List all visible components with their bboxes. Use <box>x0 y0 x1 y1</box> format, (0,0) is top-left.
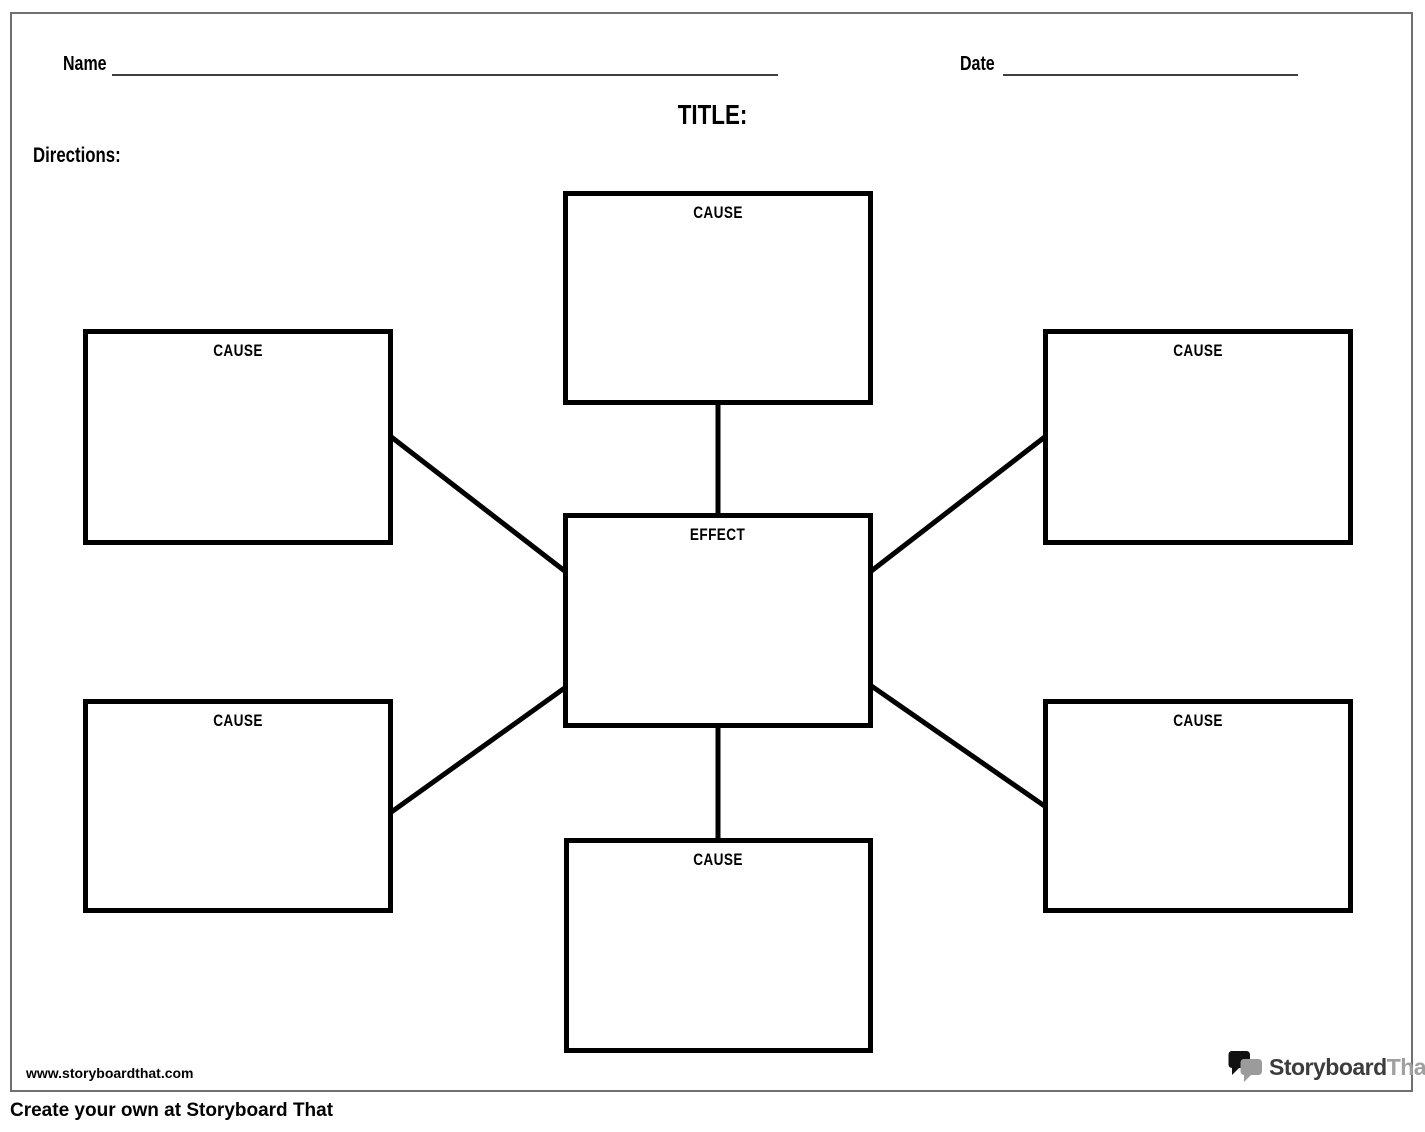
logo-text-secondary: That <box>1386 1053 1425 1080</box>
name-input-line <box>112 74 778 76</box>
date-input-line <box>1003 74 1298 76</box>
website-url: www.storyboardthat.com <box>26 1065 194 1081</box>
cause-box-upper-left-label: CAUSE <box>213 341 263 360</box>
date-label: Date <box>960 53 995 75</box>
connector-lower-right <box>868 682 1048 810</box>
page-title: TITLE: <box>0 101 1425 129</box>
cause-box-lower-right: CAUSE <box>1043 699 1353 913</box>
cause-box-upper-left: CAUSE <box>83 329 393 545</box>
name-label: Name <box>63 53 107 75</box>
effect-box: EFFECT <box>563 513 873 728</box>
cause-box-lower-right-label: CAUSE <box>1173 711 1223 730</box>
speech-bubbles-icon <box>1228 1051 1262 1082</box>
cause-box-upper-right: CAUSE <box>1043 329 1353 545</box>
cause-box-bottom: CAUSE <box>564 838 873 1053</box>
cause-box-bottom-label: CAUSE <box>693 850 744 869</box>
cause-box-lower-left-label: CAUSE <box>213 711 263 730</box>
cause-box-lower-left: CAUSE <box>83 699 393 913</box>
cause-box-top-label: CAUSE <box>693 203 743 222</box>
date-field: Date <box>960 54 1003 74</box>
directions-label: Directions: <box>33 144 121 167</box>
connector-lower-left <box>388 684 568 816</box>
effect-box-label: EFFECT <box>690 525 746 544</box>
title-label: TITLE: <box>677 99 748 130</box>
footer-credit-text: Create your own at Storyboard That <box>10 1100 334 1121</box>
connector-upper-right <box>868 434 1048 574</box>
cause-box-top: CAUSE <box>563 191 873 405</box>
page-border <box>10 12 1413 1092</box>
connector-upper-left <box>388 434 568 574</box>
cause-box-upper-right-label: CAUSE <box>1173 341 1223 360</box>
name-field: Name <box>63 54 117 74</box>
logo-text-primary: Storyboard <box>1269 1053 1387 1080</box>
